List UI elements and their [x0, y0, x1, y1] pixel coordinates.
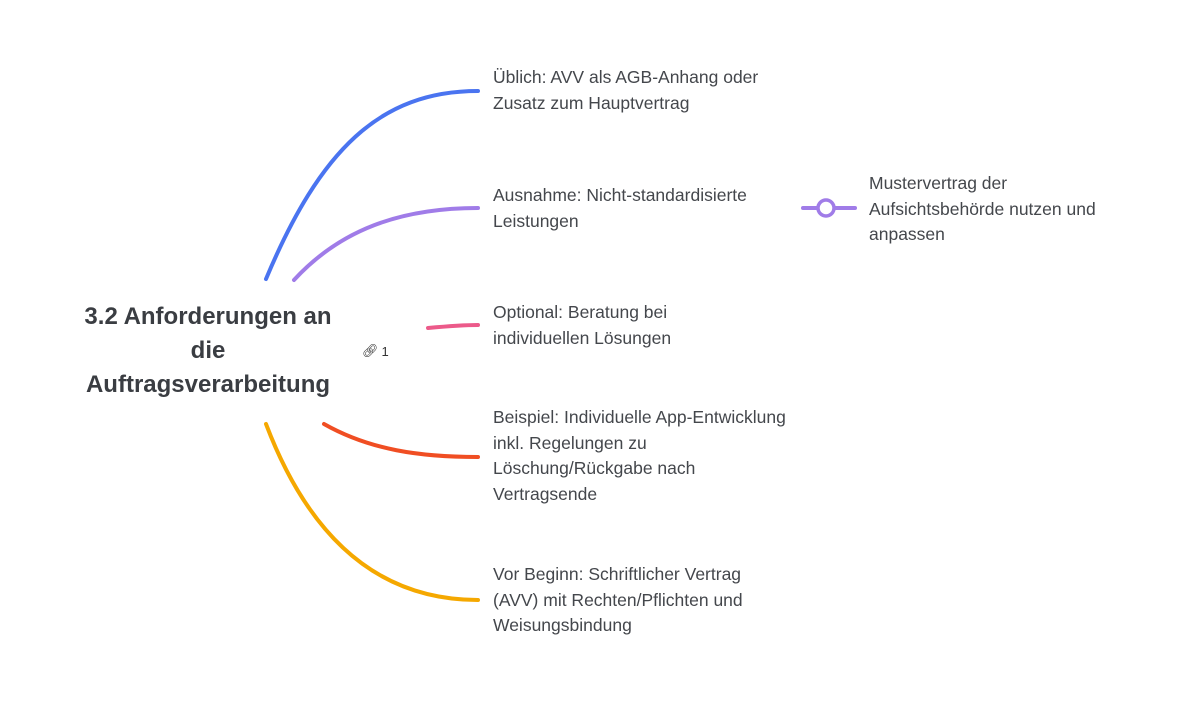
connector-branch-3 — [426, 323, 480, 330]
node-line: anpassen — [869, 224, 945, 244]
node-line: individuellen Lösungen — [493, 327, 672, 348]
node-line: inkl. Regelungen zu — [493, 432, 647, 453]
node-line: Vor Beginn: Schriftlicher Vertrag — [493, 564, 742, 584]
collapse-toggle[interactable] — [816, 198, 836, 218]
node-line: Ausnahme: Nicht-standardisierte — [493, 185, 747, 205]
child-node[interactable]: Mustervertrag der Aufsichtsbehörde nutze… — [869, 171, 1096, 248]
branch-node[interactable]: Vor Beginn: Schriftlicher Vertrag (AVV) … — [493, 562, 743, 639]
root-line: die — [190, 337, 226, 364]
root-node[interactable]: 3.2 Anforderungen an die Auftragsverarbe… — [60, 300, 356, 402]
connector-branch-2 — [292, 206, 480, 282]
node-line: Löschung/Rückgabe nach — [493, 458, 696, 478]
root-line: Auftragsverarbeitung — [85, 371, 331, 398]
branch-node[interactable]: Üblich: AVV als AGB-Anhang oder Zusatz z… — [493, 65, 758, 116]
link-count: 1 — [381, 343, 389, 359]
link-icon: 🔗︎ — [362, 343, 379, 358]
connector-branch-5 — [264, 422, 480, 602]
node-line: Weisungsbindung — [493, 615, 632, 635]
node-line: Leistungen — [493, 210, 579, 231]
node-line: Beispiel: Individuelle App-Entwicklung — [493, 407, 786, 427]
node-line: Vertragsende — [493, 483, 598, 504]
branch-node[interactable]: Optional: Beratung bei individuellen Lös… — [493, 300, 671, 351]
node-line: (AVV) mit Rechten/Pflichten und — [493, 589, 743, 610]
node-line: Üblich: AVV als AGB-Anhang oder — [493, 67, 759, 87]
node-line: Aufsichtsbehörde nutzen und — [869, 198, 1096, 219]
node-line: Mustervertrag der — [869, 173, 1008, 193]
node-line: Optional: Beratung bei — [493, 302, 668, 322]
connector-branch-1 — [264, 89, 480, 281]
branch-node[interactable]: Ausnahme: Nicht-standardisierte Leistung… — [493, 183, 747, 234]
link-badge[interactable]: 🔗︎ 1 — [362, 343, 389, 359]
connector-branch-4 — [322, 422, 480, 459]
root-line: 3.2 Anforderungen an — [84, 303, 332, 330]
branch-node[interactable]: Beispiel: Individuelle App-Entwicklung i… — [493, 405, 786, 507]
node-line: Zusatz zum Hauptvertrag — [493, 92, 690, 113]
